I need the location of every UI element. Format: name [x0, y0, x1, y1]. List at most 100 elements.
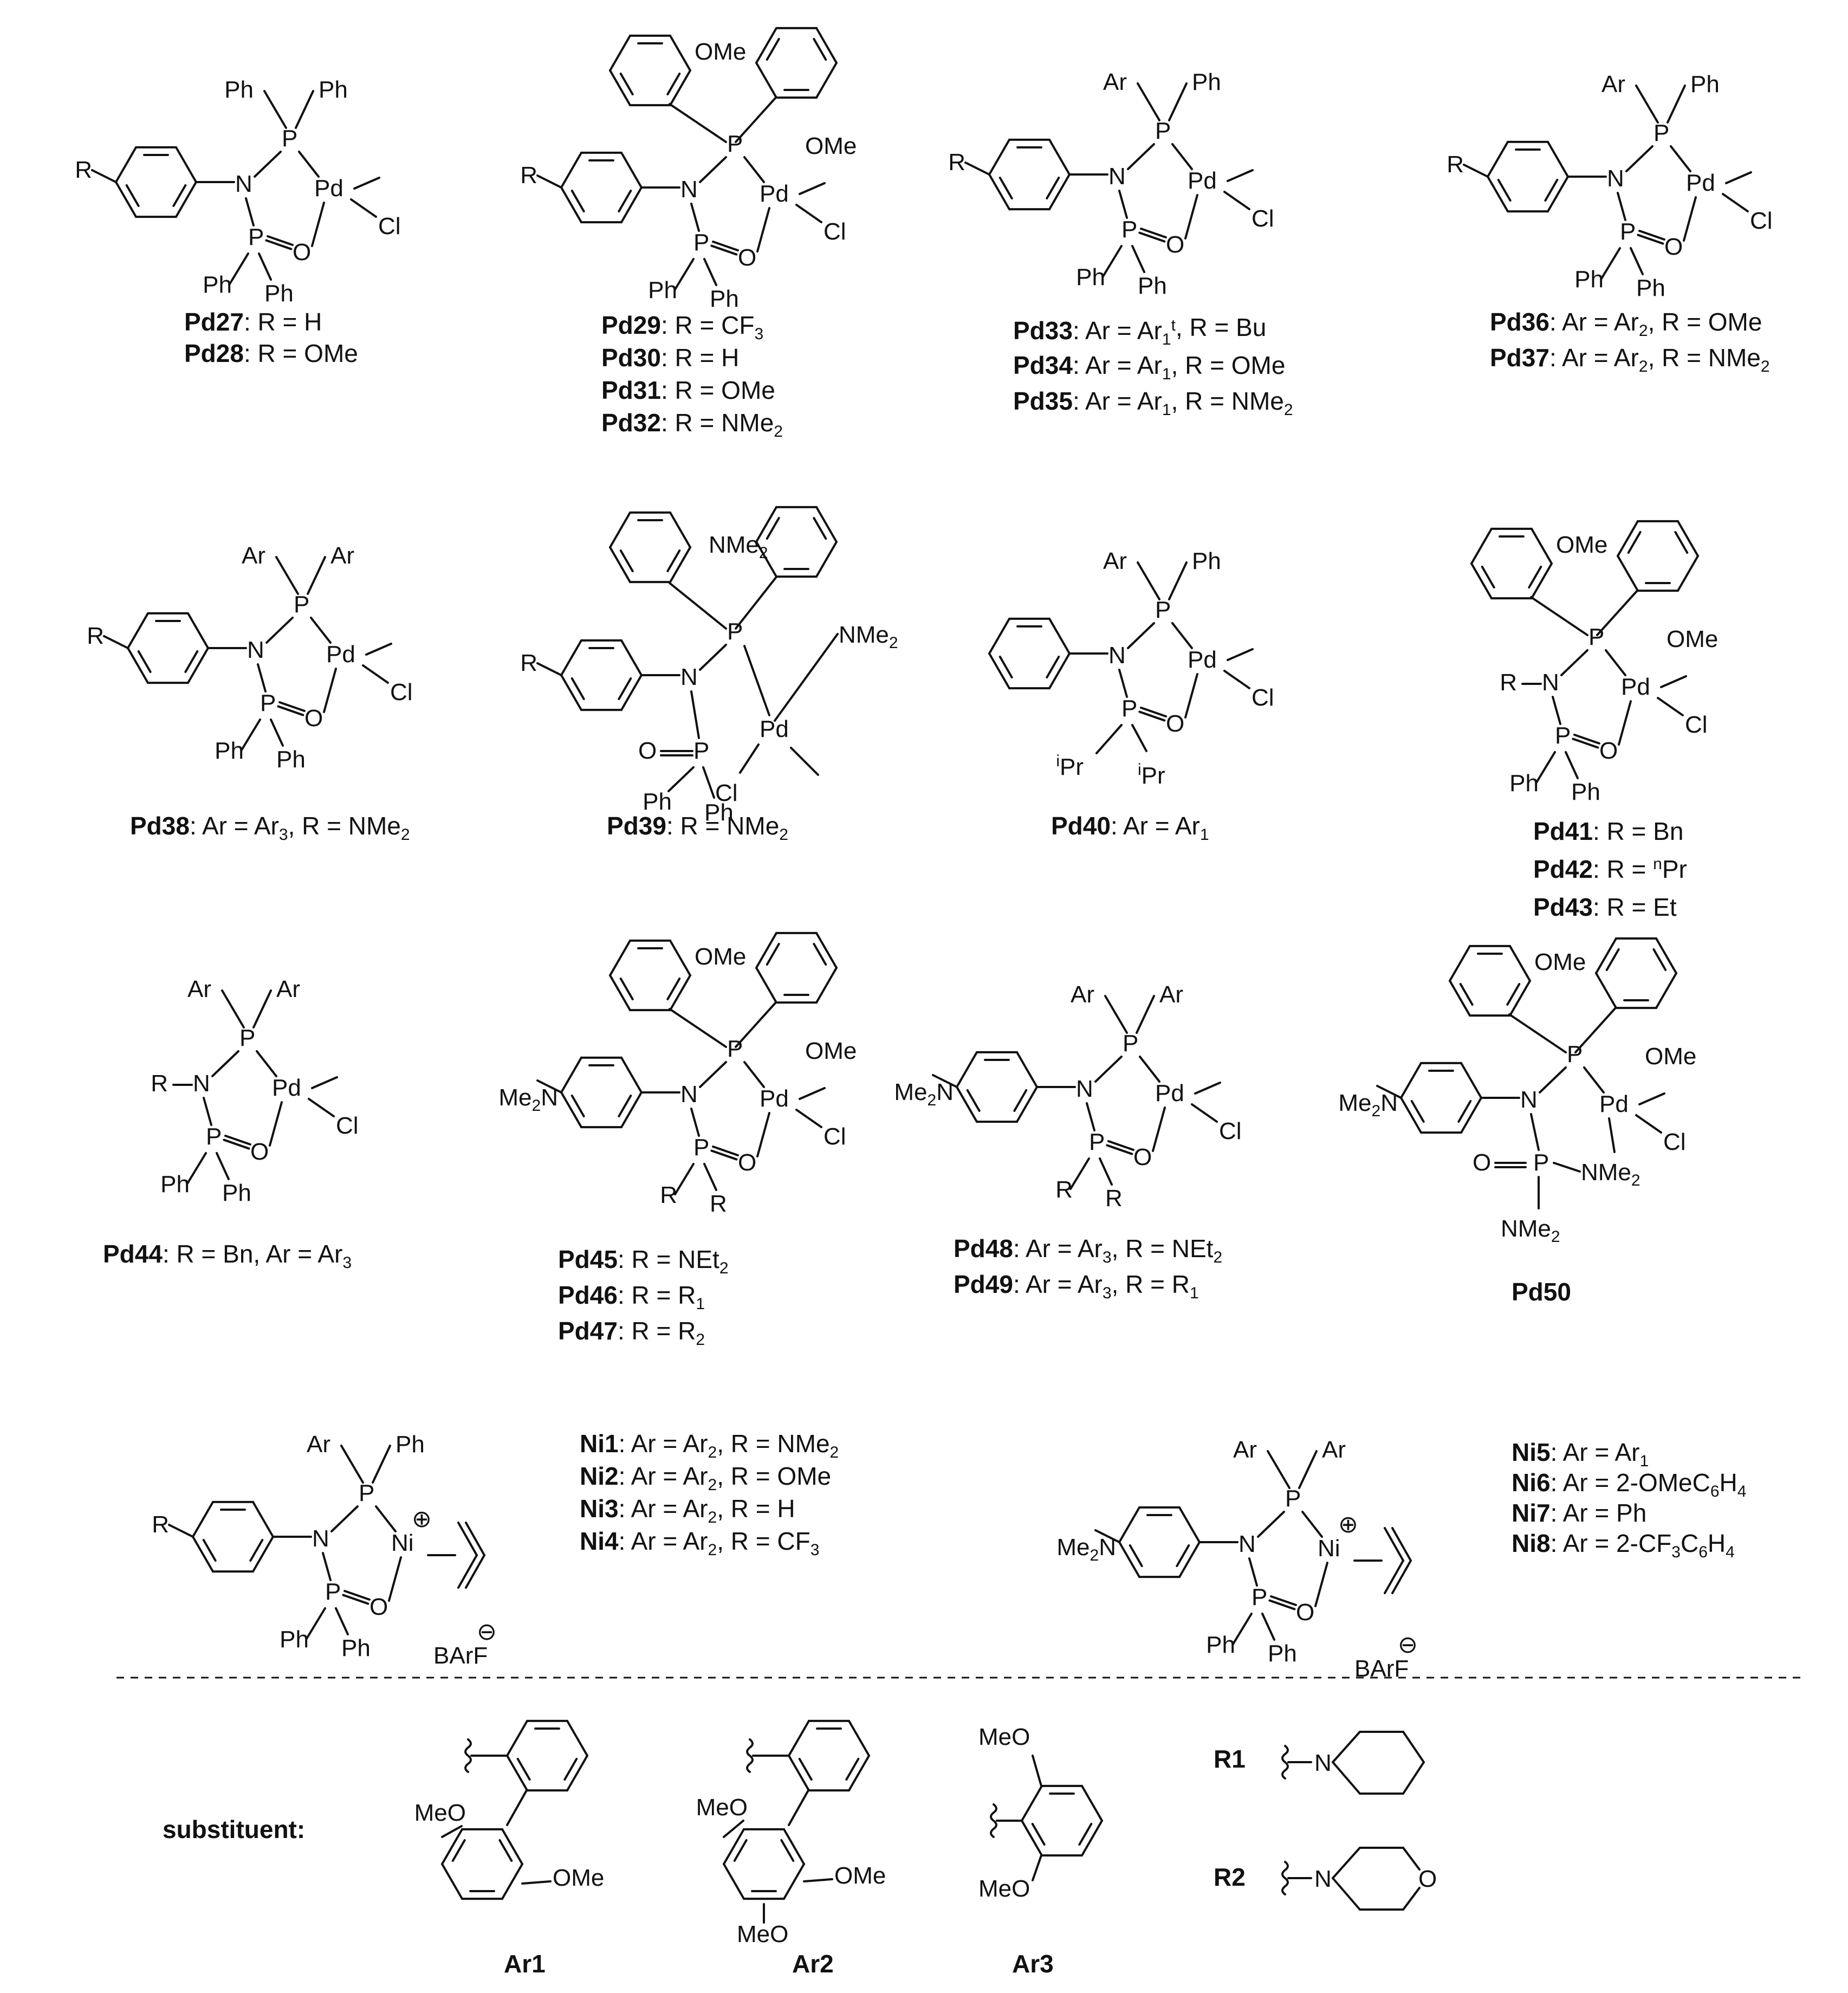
- r1-label: R1: [1214, 1745, 1246, 1773]
- aryl-ring-bond: [115, 181, 137, 218]
- attachment-wavy-bond: [1281, 1745, 1289, 1780]
- o-atom: O: [1166, 710, 1184, 737]
- caption-ni6: Ni6: Ar = 2-OMeC6H4: [1512, 1468, 1746, 1500]
- allyl-bond: [465, 1522, 485, 1556]
- caption-part: 2: [696, 1331, 705, 1349]
- anisyl-ring-bond: [669, 69, 691, 107]
- p-substituent-bond: [306, 1607, 326, 1640]
- ring-bond: [1539, 1066, 1567, 1093]
- caption-ni4: Ni4: Ar = Ar2, R = CF3: [580, 1527, 819, 1559]
- ring-bond: [743, 156, 765, 183]
- meo-group: MeO: [414, 1800, 466, 1826]
- caption-part: : Ar = Ar: [619, 1429, 708, 1458]
- allyl-bond: [1391, 1560, 1412, 1594]
- p-n-bond: [1553, 1162, 1581, 1173]
- bond: [723, 1820, 744, 1838]
- ring-inner-double-bond: [1078, 1822, 1093, 1846]
- r-substituent: R: [151, 1070, 168, 1097]
- ring-inner-double-bond: [1481, 565, 1495, 588]
- attachment-wavy-bond: [464, 1738, 472, 1773]
- aryl-ring-bond: [1178, 1541, 1201, 1578]
- ome-group: OMe: [805, 1038, 857, 1064]
- meo-group: MeO: [978, 1724, 1030, 1750]
- ring-bond: [257, 663, 267, 693]
- caption-part: 1: [1640, 1452, 1649, 1470]
- o-atom: O: [1418, 1866, 1437, 1892]
- p-substituent-bond: [221, 989, 245, 1028]
- o-atom: O: [738, 1149, 756, 1176]
- allyl-bond: [1391, 1527, 1412, 1562]
- caption-part: , R = NMe: [717, 1429, 829, 1458]
- p-substituent-bond: [229, 253, 249, 285]
- bond: [441, 1825, 463, 1838]
- aryl-ring-bond: [1118, 1506, 1140, 1543]
- caption-part: Pd38: [130, 812, 190, 840]
- biaryl-ring-bond: [848, 1755, 870, 1792]
- aryl-r-bond: [1094, 1529, 1120, 1543]
- aryl-ring-bond: [1016, 1086, 1038, 1123]
- anion-charge: ⊖: [1398, 1632, 1418, 1658]
- top-left-substituent: Ph: [224, 76, 254, 103]
- p-aryl-bond: [1596, 590, 1638, 636]
- p-substituent-bond: [1168, 561, 1188, 600]
- ring-bond: [743, 645, 770, 716]
- caption-ni5: Ni5: Ar = Ar1: [1512, 1438, 1649, 1470]
- pd-atom: Pd: [760, 1085, 789, 1112]
- biaryl-bond: [506, 1789, 528, 1826]
- anisyl-ring-bond: [1677, 520, 1699, 557]
- caption-part: Pd48: [954, 1234, 1013, 1263]
- p-substituent-bond: [1137, 82, 1160, 121]
- ring-bond: [211, 1050, 239, 1077]
- bottom-right-substituent: Ph: [1138, 273, 1167, 299]
- aryl-ring-bond: [560, 674, 582, 711]
- atom-label-part: 2: [1631, 1172, 1640, 1189]
- aryl-ring-bond: [1460, 1062, 1482, 1099]
- anisyl-ring-bond: [1509, 944, 1531, 982]
- caption-part: Pd41: [1533, 817, 1593, 845]
- caption-part: : Ar = Ar: [1073, 351, 1162, 379]
- p-o-double-bond: [1140, 228, 1167, 238]
- ring-bond: [1152, 1106, 1166, 1152]
- aryl-r-bond: [536, 662, 562, 676]
- pd-methyl-bond: [1660, 675, 1687, 688]
- p-substituent-bond: [1232, 1613, 1253, 1645]
- bond: [1032, 1854, 1042, 1881]
- bond: [667, 766, 695, 792]
- anisyl-ring-bond: [1449, 980, 1471, 1017]
- caption-pd29: Pd29: R = CF3: [601, 311, 763, 343]
- ring-inner-double-bond: [1046, 655, 1060, 678]
- ring-bond: [1184, 194, 1198, 240]
- me2n-group: Me2N: [1338, 1090, 1398, 1120]
- o-atom: O: [369, 1594, 388, 1620]
- p-aryl-bond: [1508, 1013, 1567, 1053]
- aryl-ring-bond: [175, 146, 197, 183]
- caption-part: : Ar = Ar: [1549, 344, 1639, 372]
- caption-part: Pd45: [558, 1245, 618, 1273]
- o-atom: O: [638, 737, 657, 764]
- p-atom: P: [1567, 1041, 1583, 1067]
- anisyl-ring-bond: [1531, 527, 1553, 565]
- aryl-ring-bond: [175, 181, 197, 218]
- p-o-double-bond: [1106, 1144, 1133, 1155]
- biaryl-ring-bond: [566, 1755, 588, 1792]
- caption-pd27: Pd27: R = H: [184, 308, 322, 336]
- n-atom: N: [680, 1081, 698, 1108]
- p-atom-bottom: P: [693, 1134, 709, 1161]
- anisyl-ring-bond: [1655, 937, 1677, 974]
- pd-cl-bond: [1722, 193, 1749, 212]
- aryl-ring-bond: [620, 1091, 643, 1129]
- p-o-double-bond: [1572, 737, 1599, 749]
- top-right-substituent: Ar: [330, 542, 354, 569]
- o-atom: O: [1133, 1144, 1152, 1170]
- ring-inner-double-bond: [570, 189, 585, 212]
- pd-cl-bond: [1223, 670, 1250, 689]
- aryl-ring-bond: [1048, 173, 1071, 211]
- ring-bond: [1248, 1557, 1258, 1587]
- aniline-ring-bond: [755, 506, 777, 543]
- ring-inner-double-bond: [1176, 1544, 1190, 1567]
- caption-ni8: Ni8: Ar = 2-CF3C6H4: [1512, 1529, 1735, 1561]
- biaryl-bond: [788, 1789, 809, 1826]
- anisyl-ring-bond: [609, 939, 631, 976]
- caption-part: 1: [1162, 365, 1171, 383]
- caption-part: , R = NMe: [1648, 344, 1761, 372]
